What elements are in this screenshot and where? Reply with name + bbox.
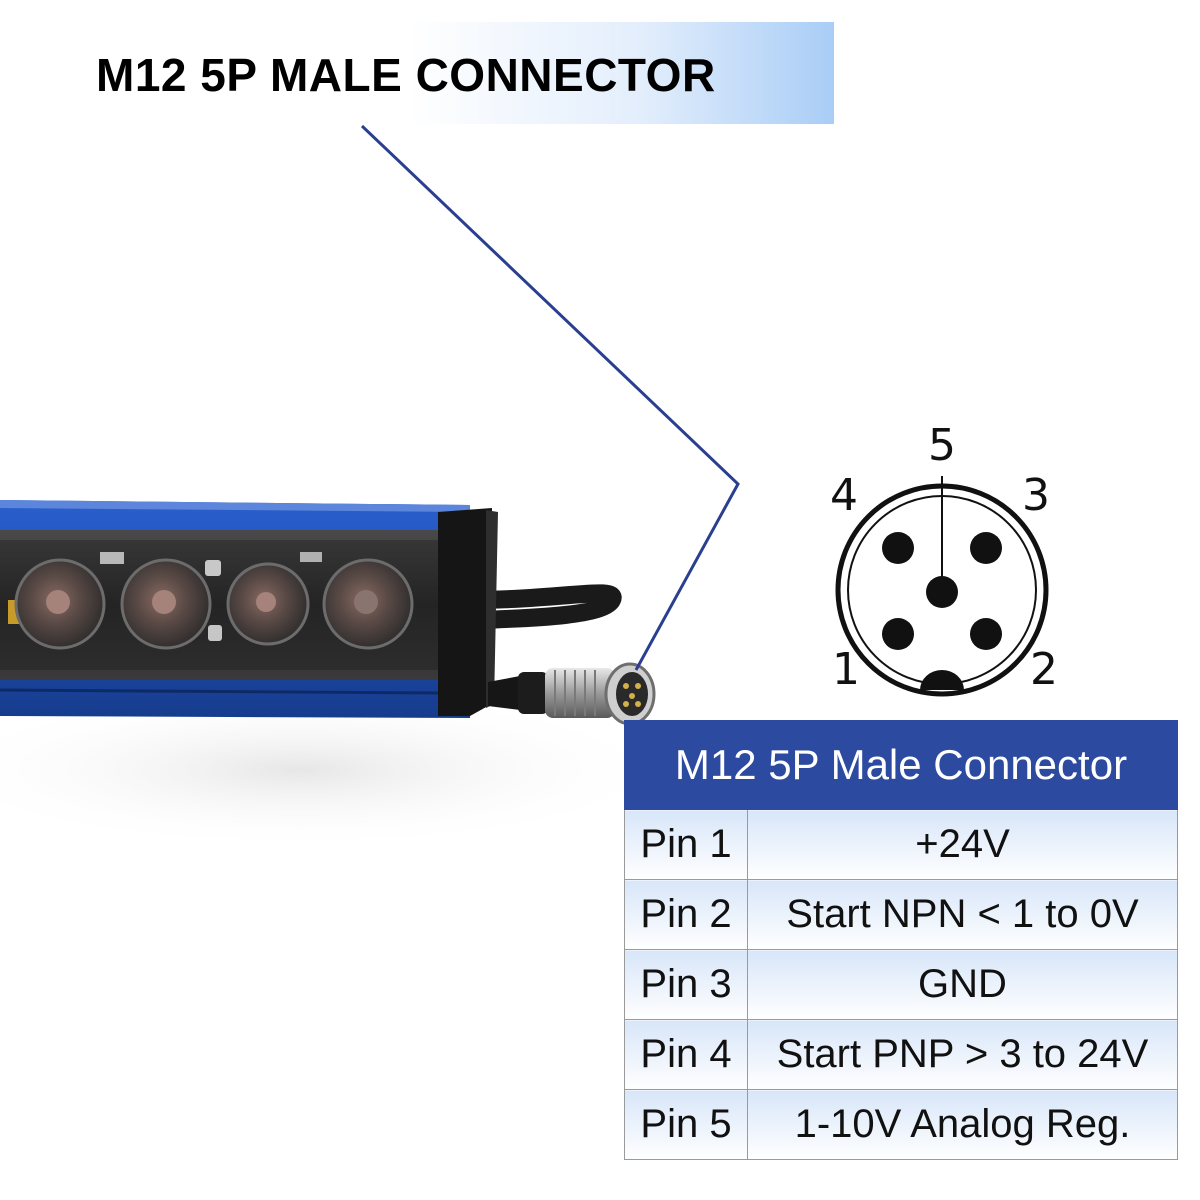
pin-cell: Pin 2: [624, 879, 748, 950]
pin-4-dot: [882, 532, 914, 564]
table-row: Pin 5 1-10V Analog Reg.: [624, 1089, 1178, 1160]
pin-label-5: 5: [928, 420, 956, 471]
pinout-diagram: [835, 476, 1049, 697]
pin-label-4: 4: [830, 470, 858, 521]
pin-assignment-table: M12 5P Male Connector Pin 1 +24V Pin 2 S…: [624, 720, 1178, 1160]
table-header: M12 5P Male Connector: [624, 720, 1178, 810]
signal-cell: GND: [747, 949, 1178, 1020]
leader-line: [360, 124, 740, 671]
pin-label-2: 2: [1030, 644, 1058, 695]
end-cap: [438, 508, 492, 716]
title-banner: M12 5P MALE CONNECTOR: [60, 22, 834, 124]
table-row: Pin 4 Start PNP > 3 to 24V: [624, 1019, 1178, 1090]
table-row: Pin 2 Start NPN < 1 to 0V: [624, 879, 1178, 950]
pin-label-3: 3: [1022, 470, 1050, 521]
signal-cell: 1-10V Analog Reg.: [747, 1089, 1178, 1160]
pin-cell: Pin 1: [624, 809, 748, 880]
table-row: Pin 3 GND: [624, 949, 1178, 1020]
pin-3-dot: [970, 532, 1002, 564]
light-bar-housing: [0, 500, 470, 718]
table-header-row: M12 5P Male Connector: [624, 720, 1178, 810]
floor-shadow: [0, 690, 680, 850]
cable: [461, 584, 622, 629]
pin-cell: Pin 4: [624, 1019, 748, 1090]
pin-cell: Pin 3: [624, 949, 748, 1020]
signal-cell: Start NPN < 1 to 0V: [747, 879, 1178, 950]
table-row: Pin 1 +24V: [624, 809, 1178, 880]
pin-label-1: 1: [832, 644, 860, 695]
pin-cell: Pin 5: [624, 1089, 748, 1160]
pin-1-dot: [882, 618, 914, 650]
page-title: M12 5P MALE CONNECTOR: [96, 49, 716, 101]
signal-cell: +24V: [747, 809, 1178, 880]
pin-5-dot: [926, 576, 958, 608]
led-lenses: [14, 558, 414, 650]
signal-cell: Start PNP > 3 to 24V: [747, 1019, 1178, 1090]
pin-2-dot: [970, 618, 1002, 650]
coding-key: [920, 670, 964, 690]
